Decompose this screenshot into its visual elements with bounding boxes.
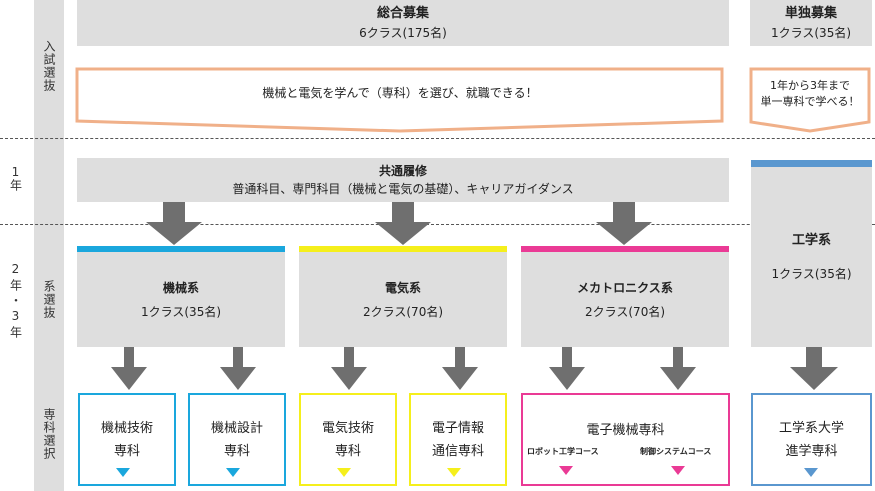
specialty-electronic-info-line-1: 電子情報 xyxy=(431,420,484,436)
triangle-marker-machine-design xyxy=(226,468,240,477)
year-label-2-3: 2年・3年 xyxy=(4,262,26,341)
arrow-common-to-electric xyxy=(375,202,431,245)
engineering-system-panel: 工学系 1クラス(35名) xyxy=(751,167,872,347)
mecha-color-bar xyxy=(521,246,729,252)
general-banner-text: 機械と電気を学んで（専科）を選び、就職できる！ xyxy=(262,86,538,100)
electric-system-panel: 電気系 2クラス(70名) xyxy=(299,252,507,347)
engineering-system-name: 工学系 xyxy=(791,233,831,248)
triangle-marker-electronic-info xyxy=(447,468,461,477)
triangle-marker-university-prep xyxy=(804,468,818,477)
divider-year1-year2 xyxy=(0,224,875,225)
admission-banners xyxy=(75,67,871,133)
mecha-system-name: メカトロニクス系 xyxy=(577,280,673,295)
arrow-machine-to-design xyxy=(220,347,256,390)
single-banner-line-1: 1年から3年まで xyxy=(770,79,850,92)
general-recruitment-panel: 総合募集 6クラス(175名) xyxy=(77,0,729,46)
year-label-1-text: 1年 xyxy=(8,165,23,191)
year-label-2-3-text: 2年・3年 xyxy=(8,262,23,341)
specialty-electromechanical-title: 電子機械専科 xyxy=(586,423,665,438)
arrow-common-to-machine xyxy=(146,202,202,245)
stage-label-column xyxy=(34,0,64,491)
single-recruitment-title: 単独募集 xyxy=(784,6,837,21)
mecha-system-classes: 2クラス(70名) xyxy=(584,304,666,319)
arrow-common-to-mecha xyxy=(596,202,652,245)
machine-color-bar xyxy=(77,246,285,252)
arrow-mecha-to-control xyxy=(660,347,696,390)
engineering-color-bar xyxy=(751,160,872,167)
triangle-marker-robot xyxy=(559,466,573,475)
specialty-university-prep-line-1: 工学系大学 xyxy=(778,420,844,436)
triangle-marker-control xyxy=(671,466,685,475)
engineering-system-classes: 1クラス(35名) xyxy=(771,267,852,281)
arrow-electric-to-tech xyxy=(331,347,367,390)
specialty-electric-tech-line-1: 電気技術 xyxy=(321,420,374,436)
common-curriculum-title: 共通履修 xyxy=(378,164,427,178)
course-robot-engineering: ロボット工学コース xyxy=(527,447,599,456)
stage-label-specialty: 専科選択 xyxy=(42,408,56,460)
arrow-machine-to-tech xyxy=(111,347,147,390)
common-curriculum-subjects: 普通科目、専門科目（機械と電気の基礎）、キャリアガイダンス xyxy=(232,182,574,196)
arrow-engineering-to-university xyxy=(790,347,838,390)
machine-system-name: 機械系 xyxy=(162,280,199,295)
specialty-machine-tech-line-2: 専科 xyxy=(113,443,140,459)
single-banner-text: 1年から3年まで 単一専科で学べる！ xyxy=(752,74,868,114)
machine-system-panel: 機械系 1クラス(35名) xyxy=(77,252,285,347)
specialty-machine-tech-line-1: 機械技術 xyxy=(100,420,153,436)
specialty-university-prep-line-2: 進学専科 xyxy=(785,443,838,459)
specialty-machine-design-line-1: 機械設計 xyxy=(210,420,263,436)
stage-label-admission: 入試選抜 xyxy=(42,40,56,92)
arrow-mecha-to-robot xyxy=(549,347,585,390)
single-recruitment-panel: 単独募集 1クラス(35名) xyxy=(750,0,872,46)
general-banner-shape xyxy=(75,67,724,133)
mecha-system-panel: メカトロニクス系 2クラス(70名) xyxy=(521,252,729,347)
electric-system-classes: 2クラス(70名) xyxy=(362,304,444,319)
single-recruitment-classes: 1クラス(35名) xyxy=(770,26,852,40)
specialty-electromechanical: 電子機械専科 xyxy=(521,393,730,486)
electric-color-bar xyxy=(299,246,507,252)
specialty-electric-tech: 電気技術 専科 xyxy=(299,393,397,486)
stage-label-system: 系選抜 xyxy=(42,280,56,319)
specialty-machine-design-line-2: 専科 xyxy=(223,443,250,459)
triangle-marker-electric-tech xyxy=(337,468,351,477)
general-recruitment-title: 総合募集 xyxy=(376,6,429,21)
course-control-system: 制御システムコース xyxy=(640,447,712,456)
single-banner-shape xyxy=(749,67,871,133)
arrow-electric-to-info xyxy=(442,347,478,390)
general-recruitment-classes: 6クラス(175名) xyxy=(359,26,447,40)
common-curriculum-panel: 共通履修 普通科目、専門科目（機械と電気の基礎）、キャリアガイダンス xyxy=(77,158,729,202)
year-label-1: 1年 xyxy=(4,165,26,191)
single-banner-line-2: 単一専科で学べる！ xyxy=(760,95,860,108)
machine-system-classes: 1クラス(35名) xyxy=(140,304,222,319)
specialty-electric-tech-line-2: 専科 xyxy=(334,443,361,459)
triangle-marker-machine-tech xyxy=(116,468,130,477)
electric-system-name: 電気系 xyxy=(384,280,421,295)
specialty-electronic-info-line-2: 通信専科 xyxy=(431,443,484,459)
divider-admission-year1 xyxy=(0,138,875,139)
